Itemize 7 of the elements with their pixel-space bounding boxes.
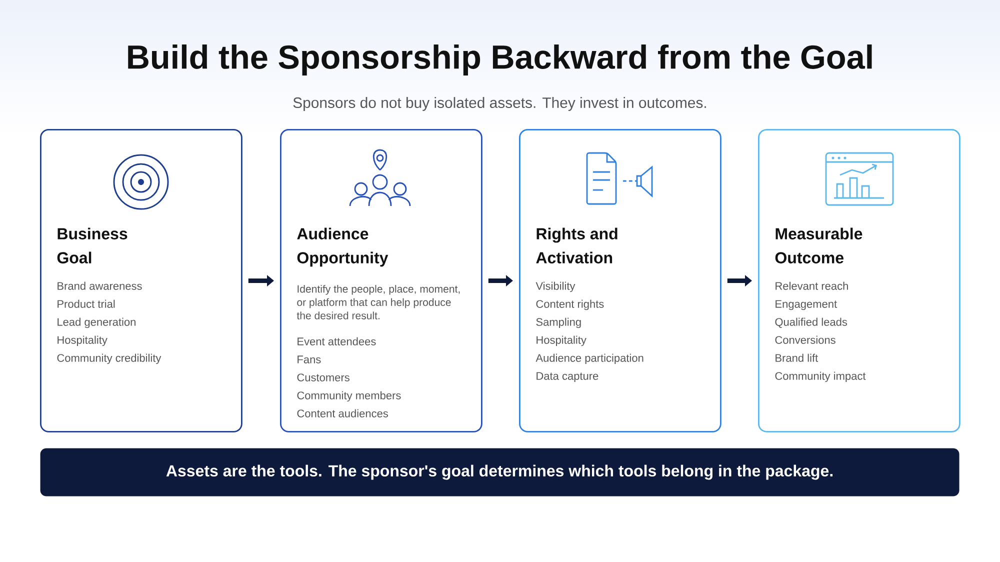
subtitle: Sponsors do not buy isolated assets. They invest in outcomes.	[293, 97, 706, 111]
stage-card: Measurable Outcome Relevant reach Engagement Qualified leads Conversions Brand lift Community impact	[758, 129, 960, 432]
stage-card: Rights and Activation Visibility Content rights Sampling Hospitality Audience participation Data capture	[519, 129, 722, 432]
stage-card: Audience Opportunity Identify the people, place, moment, or platform that can help produce the desired result. Event attendees Fans Customers Community members Content audiences	[280, 129, 482, 432]
stage-card: Business Goal Brand awareness Product trial Lead generation Hospitality Community credibility	[40, 129, 242, 432]
summary-banner: Assets are the tools. The sponsor's goal determines which tools belong in the package.	[40, 448, 960, 496]
title: Build the Sponsorship Backward from the Goal	[128, 44, 872, 76]
